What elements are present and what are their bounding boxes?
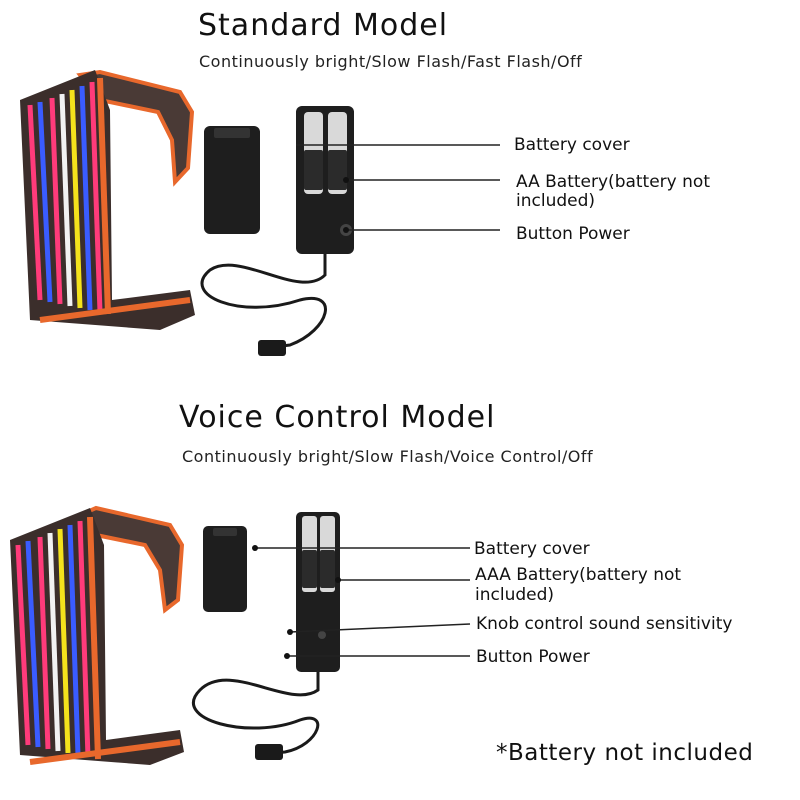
- voice-battery-pack-image: [296, 512, 340, 672]
- standard-battery-label-line2: included): [516, 191, 596, 211]
- voice-battery-label-line2: included): [475, 585, 555, 605]
- voice-glasses-image: [10, 505, 185, 765]
- standard-model-modes: Continuously bright/Slow Flash/Fast Flas…: [199, 52, 583, 71]
- voice-model-title: Voice Control Model: [179, 400, 496, 435]
- voice-model-modes: Continuously bright/Slow Flash/Voice Con…: [182, 447, 594, 466]
- standard-battery-cover-label: Battery cover: [514, 135, 630, 155]
- standard-model-title: Standard Model: [198, 8, 449, 43]
- standard-battery-pack-image: [296, 106, 354, 254]
- standard-glasses-image: [20, 69, 195, 330]
- leader-line: [289, 623, 471, 633]
- battery-not-included-note: *Battery not included: [496, 740, 754, 766]
- standard-battery-label-line1: AA Battery(battery not: [516, 172, 710, 192]
- voice-battery-cover-label: Battery cover: [474, 539, 590, 559]
- standard-cable-image: [200, 254, 327, 350]
- voice-battery-label-line1: AAA Battery(battery not: [475, 565, 682, 585]
- standard-battery-cover-image: [204, 126, 260, 234]
- standard-button-power-label: Button Power: [516, 224, 630, 244]
- voice-button-power-label: Button Power: [476, 647, 590, 667]
- voice-cable-image: [191, 672, 320, 756]
- voice-battery-cover-image: [203, 526, 247, 612]
- voice-knob-label: Knob control sound sensitivity: [476, 614, 733, 634]
